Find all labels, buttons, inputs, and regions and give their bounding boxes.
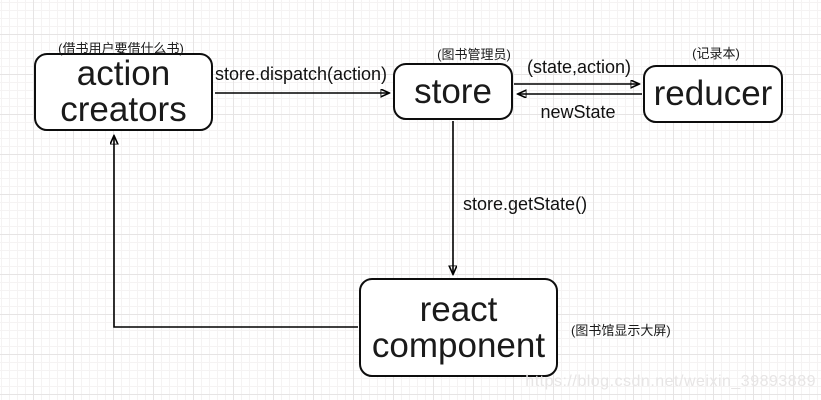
edge-label-get-state: store.getState() bbox=[463, 194, 588, 214]
annotation-reducer: (记录本) bbox=[692, 46, 740, 61]
node-label: reducer bbox=[653, 74, 773, 113]
arrow-render-to-action-creators bbox=[114, 136, 358, 328]
edge-label-dispatch: store.dispatch(action) bbox=[214, 64, 388, 84]
edge-label-state-action: (state,action) bbox=[526, 57, 632, 77]
node-label: store bbox=[414, 71, 492, 111]
annotation-store: (图书管理员) bbox=[437, 47, 511, 62]
node-store: store bbox=[393, 63, 513, 120]
node-label: react component bbox=[371, 289, 546, 365]
node-action-creators: action creators bbox=[34, 53, 213, 131]
edge-label-new-state: newState bbox=[540, 102, 616, 122]
annotation-react-component: (图书馆显示大屏) bbox=[571, 323, 671, 338]
annotation-action-creators: (借书用户要借什么书) bbox=[58, 41, 184, 56]
watermark: https://blog.csdn.net/weixin_39893889 bbox=[525, 373, 816, 390]
node-label: action creators bbox=[60, 54, 187, 129]
node-react-component: react component bbox=[359, 278, 558, 377]
node-reducer: reducer bbox=[643, 65, 783, 123]
